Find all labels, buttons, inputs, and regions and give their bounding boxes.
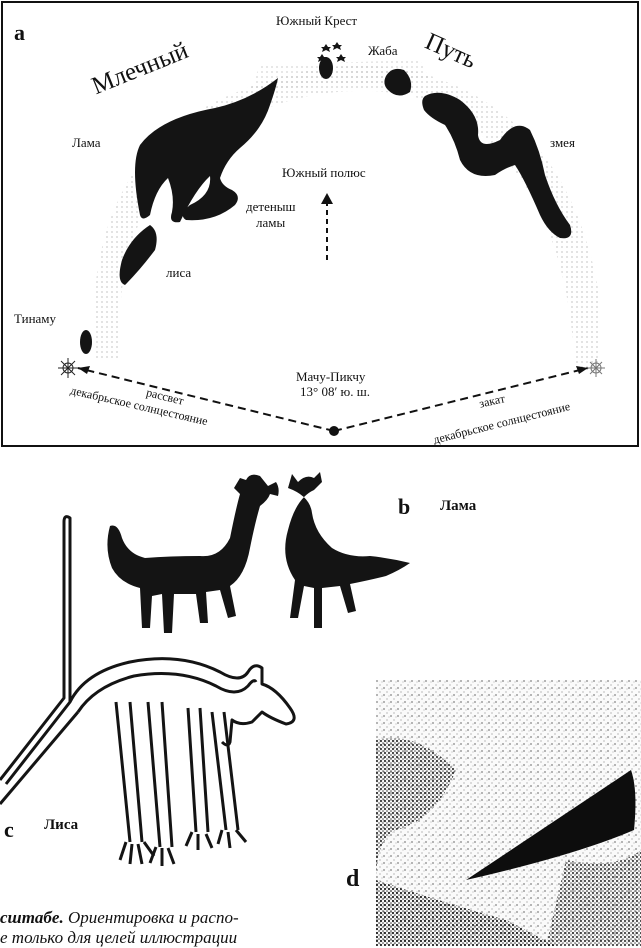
south-pole-label: Южный полюс bbox=[282, 166, 366, 179]
panel-b-title: Лама bbox=[440, 499, 476, 514]
southern-cross-stars bbox=[317, 42, 346, 62]
panel-d-photo bbox=[376, 680, 641, 946]
baby-llama-label-2: ламы bbox=[256, 216, 285, 229]
panel-d-photo-texture bbox=[376, 680, 641, 946]
panel-a-letter: a bbox=[14, 22, 25, 44]
llama-label: Лама bbox=[72, 136, 101, 149]
caption-bold-fragment: сштабе. bbox=[0, 908, 64, 927]
machu-picchu-label: Мачу-Пикчу bbox=[296, 370, 365, 383]
caption-line-1-rest: Ориентировка и распо- bbox=[64, 908, 239, 927]
panel-c-title: Лиса bbox=[44, 818, 78, 833]
snake-label: змея bbox=[550, 136, 575, 149]
tinamou-label: Тинаму bbox=[14, 312, 56, 325]
southern-cross-label: Южный Крест bbox=[276, 14, 357, 27]
caption-line-2: е только для целей иллюстрации bbox=[0, 928, 237, 948]
sunrise-sun-icon bbox=[58, 358, 78, 378]
panel-c-letter: c bbox=[4, 819, 14, 841]
milky-way-band bbox=[94, 66, 600, 370]
panel-b-letter: b bbox=[398, 496, 410, 518]
latitude-label: 13° 08′ ю. ш. bbox=[300, 385, 370, 398]
panel-a-star-map: a Млечный Путь Южный Крест Жаба Лама зме… bbox=[0, 0, 641, 448]
toad-label: Жаба bbox=[368, 44, 397, 57]
panel-c-fox-drawing bbox=[0, 512, 330, 892]
tinamou-dark-cloud bbox=[80, 330, 92, 354]
caption-line-1: сштабе. Ориентировка и распо- bbox=[0, 908, 239, 928]
machu-picchu-point bbox=[329, 426, 339, 436]
fox-label: лиса bbox=[166, 266, 191, 279]
panel-d-letter: d bbox=[346, 867, 359, 891]
baby-llama-label-1: детеныш bbox=[246, 200, 296, 213]
